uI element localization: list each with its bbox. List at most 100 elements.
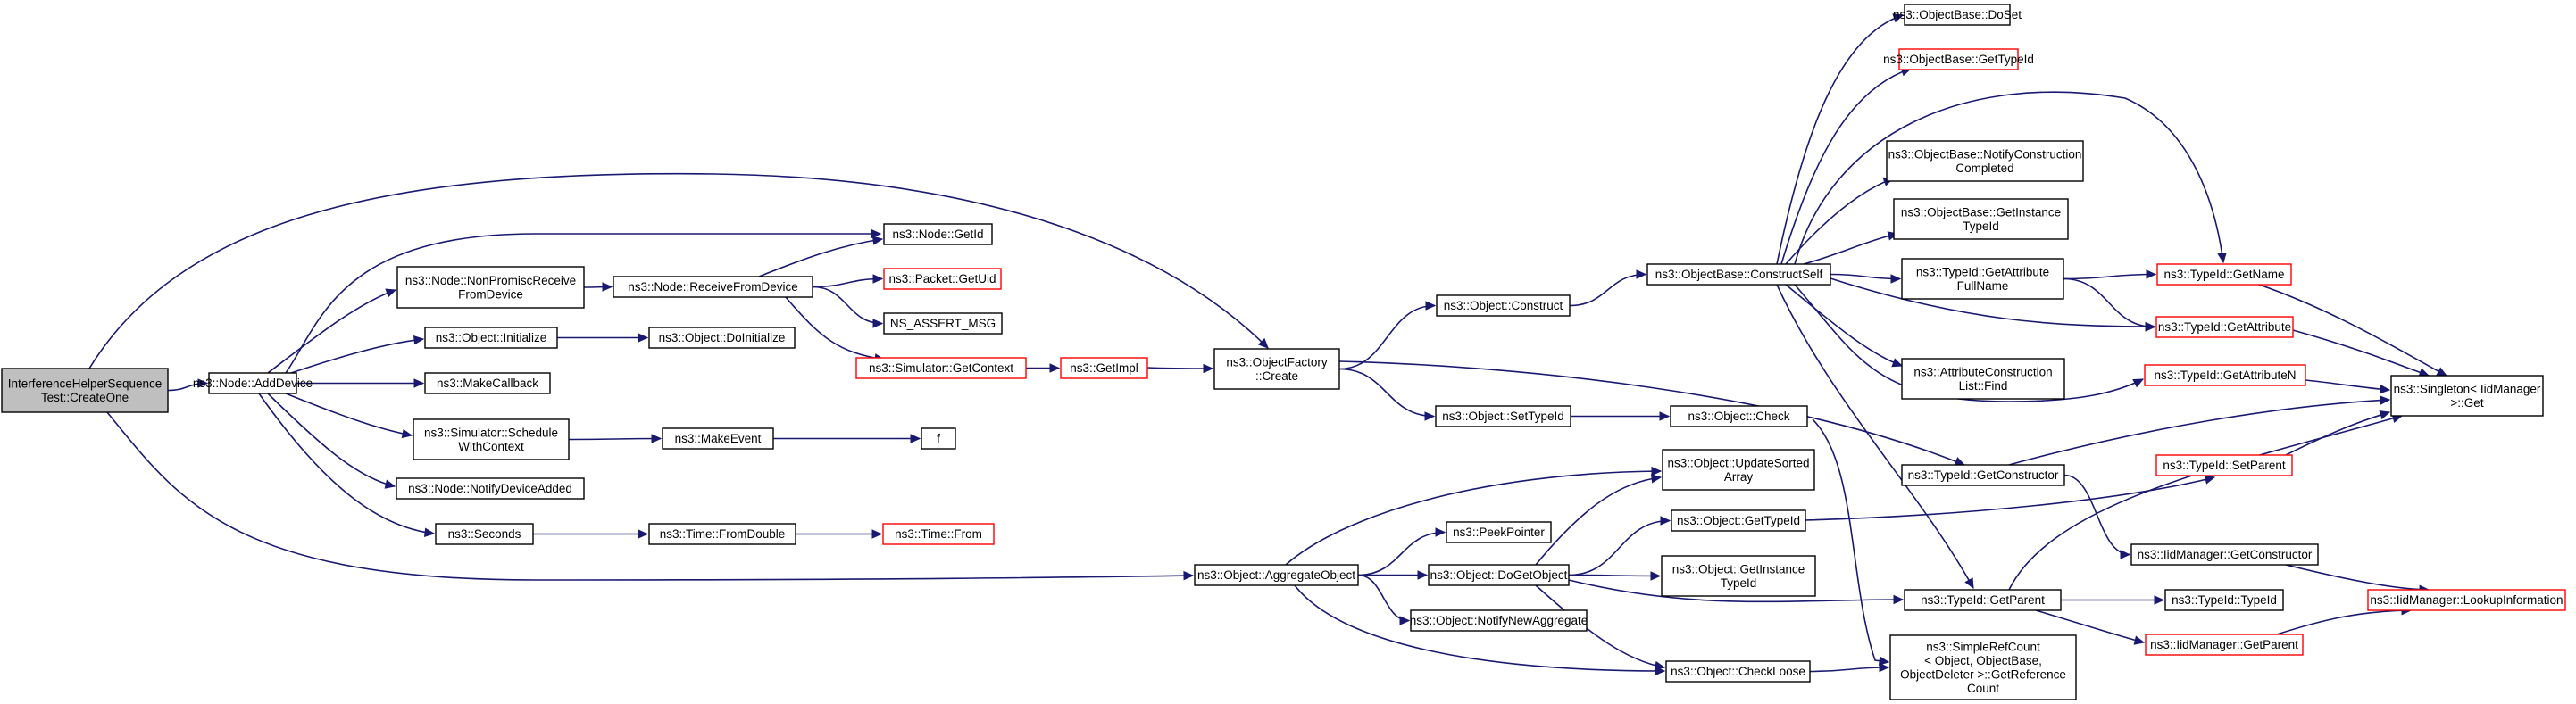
node-getimpl[interactable]: ns3::GetImpl	[1060, 357, 1148, 379]
node-object-checkloose[interactable]: ns3::Object::CheckLoose	[1665, 660, 1811, 683]
node-box[interactable]	[1904, 589, 2062, 611]
node-object-notifynewaggregate[interactable]: ns3::Object::NotifyNewAggregate	[1410, 609, 1588, 632]
node-box[interactable]	[1662, 449, 1815, 491]
node-box[interactable]	[396, 266, 585, 309]
node-box[interactable]	[1886, 140, 2084, 182]
node-sim-getcontext[interactable]: ns3::Simulator::GetContext	[855, 357, 1027, 379]
node-box[interactable]	[1, 368, 169, 413]
node-box[interactable]	[1901, 358, 2065, 400]
node-box[interactable]	[662, 427, 774, 450]
node-object-initialize[interactable]: ns3::Object::Initialize	[424, 327, 558, 349]
node-time-from[interactable]: ns3::Time::From	[882, 523, 995, 545]
node-box[interactable]	[1901, 258, 2064, 300]
node-box[interactable]	[1670, 405, 1808, 427]
node-box[interactable]	[883, 312, 1003, 335]
node-objectbase-constructself[interactable]: ns3::ObjectBase::ConstructSelf	[1646, 263, 1831, 286]
node-typeid-getconstructor[interactable]: ns3::TypeId::GetConstructor	[1901, 464, 2065, 486]
node-box[interactable]	[396, 477, 585, 500]
node-peekpointer[interactable]: ns3::PeekPointer	[1446, 521, 1552, 543]
node-box[interactable]	[2164, 589, 2284, 611]
node-objectfactory-create[interactable]: ns3::ObjectFactory::Create	[1213, 348, 1340, 390]
node-seconds[interactable]: ns3::Seconds	[435, 523, 534, 545]
node-box[interactable]	[424, 327, 558, 349]
node-singleton-get[interactable]: ns3::Singleton< IidManager>::Get	[2390, 375, 2544, 417]
node-typeid-typeid[interactable]: ns3::TypeId::TypeId	[2164, 589, 2284, 611]
node-box[interactable]	[1428, 564, 1570, 586]
node-iidmanager-getparent[interactable]: ns3::IidManager::GetParent	[2145, 634, 2304, 656]
node-typeid-getname[interactable]: ns3::TypeId::GetName	[2156, 263, 2292, 286]
node-object-aggregateobject[interactable]: ns3::Object::AggregateObject	[1194, 564, 1359, 586]
node-node-getid[interactable]: ns3::Node::GetId	[883, 223, 993, 245]
node-box[interactable]	[1661, 555, 1816, 597]
node-iidmanager-getconstructor[interactable]: ns3::IidManager::GetConstructor	[2130, 543, 2319, 566]
node-box[interactable]	[2155, 454, 2293, 476]
node-box[interactable]	[855, 357, 1027, 379]
node-time-fromdouble[interactable]: ns3::Time::FromDouble	[648, 523, 796, 545]
node-box[interactable]	[2155, 316, 2294, 338]
node-node-notifydeviceadded[interactable]: ns3::Node::NotifyDeviceAdded	[396, 477, 585, 500]
node-box[interactable]	[2130, 543, 2319, 566]
node-f[interactable]: f	[921, 427, 956, 450]
node-packet-getuid[interactable]: ns3::Packet::GetUid	[883, 268, 1002, 290]
node-box[interactable]	[1671, 509, 1806, 532]
node-box[interactable]	[1213, 348, 1340, 390]
node-simplerefcount-getreferencecount[interactable]: ns3::SimpleRefCount< Object, ObjectBase,…	[1889, 634, 2077, 700]
node-box[interactable]	[883, 223, 993, 245]
node-box[interactable]	[1436, 294, 1571, 317]
node-object-settypeid[interactable]: ns3::Object::SetTypeId	[1435, 405, 1571, 427]
node-box[interactable]	[208, 372, 297, 394]
node-box[interactable]	[613, 276, 813, 298]
node-node-receivefromdevice[interactable]: ns3::Node::ReceiveFromDevice	[613, 276, 813, 298]
node-box[interactable]	[1898, 48, 2019, 70]
node-box[interactable]	[1893, 198, 2069, 240]
node-ns-assert-msg[interactable]: NS_ASSERT_MSG	[883, 312, 1003, 335]
node-box[interactable]	[2144, 364, 2306, 386]
node-object-check[interactable]: ns3::Object::Check	[1670, 405, 1808, 427]
node-box[interactable]	[1889, 634, 2077, 700]
node-box[interactable]	[2367, 589, 2566, 611]
node-box[interactable]	[2156, 263, 2292, 286]
node-box[interactable]	[2145, 634, 2304, 656]
node-typeid-getparent[interactable]: ns3::TypeId::GetParent	[1904, 589, 2062, 611]
node-box[interactable]	[1904, 4, 2011, 26]
node-box[interactable]	[1646, 263, 1831, 286]
node-box[interactable]	[1665, 660, 1811, 683]
node-box[interactable]	[1901, 464, 2065, 486]
node-box[interactable]	[648, 523, 796, 545]
node-box[interactable]	[1410, 609, 1588, 632]
node-root[interactable]: InterferenceHelperSequenceTest::CreateOn…	[1, 368, 169, 413]
node-box[interactable]	[921, 427, 956, 450]
node-typeid-getattribute[interactable]: ns3::TypeId::GetAttribute	[2155, 316, 2294, 338]
node-box[interactable]	[1194, 564, 1359, 586]
node-object-gettypeid[interactable]: ns3::Object::GetTypeId	[1671, 509, 1806, 532]
node-box[interactable]	[883, 268, 1002, 290]
node-object-construct[interactable]: ns3::Object::Construct	[1436, 294, 1571, 317]
node-typeid-setparent[interactable]: ns3::TypeId::SetParent	[2155, 454, 2293, 476]
node-box[interactable]	[413, 418, 570, 460]
node-makecallback[interactable]: ns3::MakeCallback	[424, 372, 551, 394]
node-makeevent[interactable]: ns3::MakeEvent	[662, 427, 774, 450]
node-typeid-getattributen[interactable]: ns3::TypeId::GetAttributeN	[2144, 364, 2306, 386]
node-box[interactable]	[648, 327, 796, 349]
node-iidmanager-lookupinformation[interactable]: ns3::IidManager::LookupInformation	[2367, 589, 2566, 611]
node-object-dogetobject[interactable]: ns3::Object::DoGetObject	[1428, 564, 1570, 586]
node-objectbase-gettypeid[interactable]: ns3::ObjectBase::GetTypeId	[1883, 48, 2034, 70]
node-objectbase-notifyconstructioncompleted[interactable]: ns3::ObjectBase::NotifyConstructionCompl…	[1886, 140, 2084, 182]
node-box[interactable]	[435, 523, 534, 545]
node-node-adddevice[interactable]: ns3::Node::AddDevice	[193, 372, 313, 394]
node-box[interactable]	[1435, 405, 1571, 427]
node-box[interactable]	[1060, 357, 1148, 379]
node-box[interactable]	[1446, 521, 1552, 543]
node-box[interactable]	[882, 523, 995, 545]
node-box[interactable]	[2390, 375, 2544, 417]
node-box[interactable]	[424, 372, 551, 394]
node-objectbase-doset[interactable]: ns3::ObjectBase::DoSet	[1893, 4, 2022, 26]
node-object-doinitialize[interactable]: ns3::Object::DoInitialize	[648, 327, 796, 349]
